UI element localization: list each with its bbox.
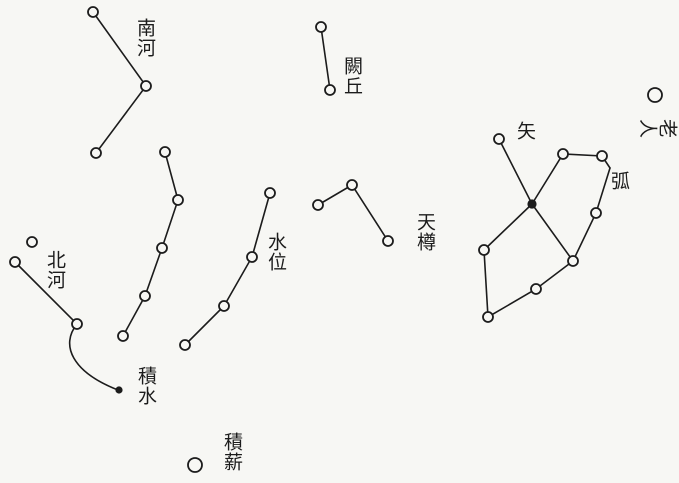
label-nanhe: 南河 (134, 18, 156, 58)
hushi-link (498, 138, 533, 205)
label-jixin: 積薪 (221, 432, 243, 472)
shuiwei-star (218, 300, 230, 312)
tianzun-star (346, 179, 358, 191)
laoren-star (647, 87, 663, 103)
beihe-star (71, 318, 83, 330)
asterism-shuiwei (179, 187, 276, 351)
hu-star (527, 199, 537, 209)
hushi-link (531, 203, 574, 262)
hu-star (482, 311, 494, 323)
label-hu: 弧 (608, 171, 630, 191)
jishui-star (117, 330, 129, 342)
label-beihe: 北河 (44, 250, 66, 290)
nanhe-star (90, 147, 102, 159)
label-tianzun: 天樽 (414, 212, 436, 252)
label-laoren: 老人 (638, 116, 678, 138)
shuiwei-star (246, 251, 258, 263)
hu-star (530, 283, 542, 295)
hu-star (596, 150, 608, 162)
shi-star (493, 133, 505, 145)
tianzun-star (382, 235, 394, 247)
nanhe-star (140, 80, 152, 92)
beihe-star (26, 236, 38, 248)
hu-star (478, 244, 490, 256)
hushi-link (531, 153, 611, 205)
label-jishui: 積水 (135, 366, 157, 406)
jishui-star (156, 242, 168, 254)
beihe-link (14, 261, 119, 391)
asterism-jixin (187, 457, 203, 473)
jishui-star (172, 194, 184, 206)
jishui-link (122, 151, 179, 337)
shuiwei-star (179, 339, 191, 351)
jishui-star (159, 146, 171, 158)
jishui-star (115, 386, 123, 394)
shuiwei-link (184, 192, 271, 346)
asterism-beihe (9, 236, 123, 394)
label-shuiwei: 水位 (265, 232, 287, 272)
nanhe-star (87, 6, 99, 18)
label-shi: 矢 (514, 121, 536, 141)
queqiu-link (320, 26, 331, 91)
tianzun-link (317, 183, 389, 242)
jishui-star (139, 290, 151, 302)
asterism-queqiu (315, 21, 336, 96)
shuiwei-star (264, 187, 276, 199)
asterism-jishui (117, 146, 184, 342)
hu-star (590, 207, 602, 219)
tianzun-star (312, 199, 324, 211)
hu-star (567, 255, 579, 267)
asterism-nanhe (87, 6, 152, 159)
asterism-tianzun (312, 179, 394, 247)
label-queqiu: 闕丘 (341, 56, 363, 96)
queqiu-star (324, 84, 336, 96)
queqiu-star (315, 21, 327, 33)
asterism-hushi (478, 133, 611, 323)
beihe-star (9, 256, 21, 268)
asterism-laoren (647, 87, 663, 103)
hu-star (557, 148, 569, 160)
jixin-star (187, 457, 203, 473)
hushi-link (483, 167, 611, 319)
